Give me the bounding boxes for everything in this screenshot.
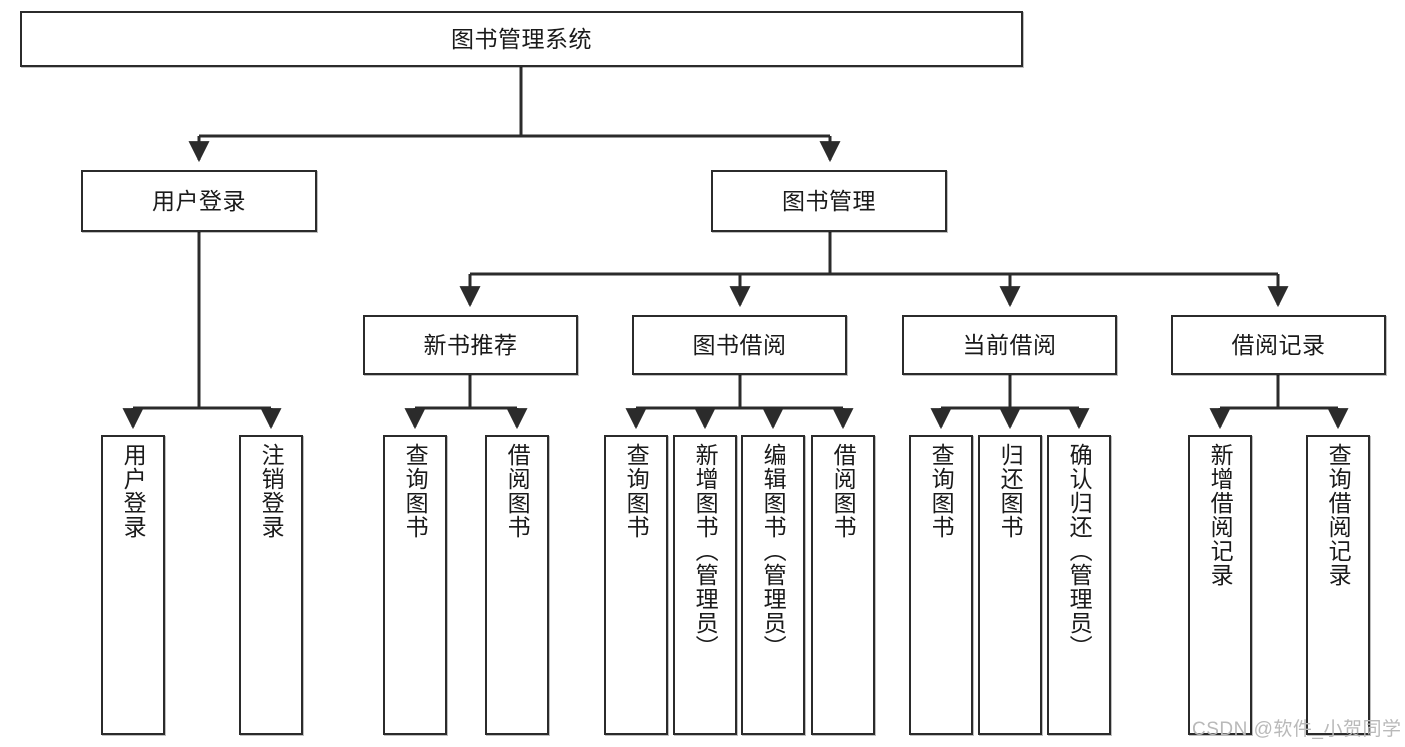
node-book-borrow[interactable]: 图书借阅 bbox=[632, 315, 847, 375]
node-label: 注销登录 bbox=[258, 443, 285, 539]
node-borrow-record[interactable]: 借阅记录 bbox=[1171, 315, 1386, 375]
leaf-borrow-add-book-admin[interactable]: 新增图书（管理员） bbox=[673, 435, 737, 735]
node-label: 查询图书 bbox=[402, 443, 429, 539]
leaf-current-confirm-return-admin[interactable]: 确认归还（管理员） bbox=[1047, 435, 1111, 735]
node-label: 查询图书 bbox=[623, 443, 650, 539]
node-new-book-recommend[interactable]: 新书推荐 bbox=[363, 315, 578, 375]
node-label: 用户登录 bbox=[120, 443, 147, 539]
node-label: 查询图书 bbox=[928, 443, 955, 539]
node-label: 查询借阅记录 bbox=[1325, 443, 1352, 587]
node-label: 图书管理系统 bbox=[451, 25, 592, 52]
leaf-record-add-record[interactable]: 新增借阅记录 bbox=[1188, 435, 1252, 735]
leaf-current-return-book[interactable]: 归还图书 bbox=[978, 435, 1042, 735]
node-label: 借阅图书 bbox=[504, 443, 531, 539]
node-book-management[interactable]: 图书管理 bbox=[711, 170, 947, 232]
node-label: 归还图书 bbox=[997, 443, 1024, 539]
leaf-user-login[interactable]: 用户登录 bbox=[101, 435, 165, 735]
node-current-borrow[interactable]: 当前借阅 bbox=[902, 315, 1117, 375]
leaf-borrow-query-book[interactable]: 查询图书 bbox=[604, 435, 668, 735]
leaf-newbook-query-book[interactable]: 查询图书 bbox=[383, 435, 447, 735]
csdn-watermark: CSDN @软件_小贺同学 bbox=[1192, 719, 1402, 740]
node-label: 新增图书（管理员） bbox=[692, 443, 719, 659]
node-label: 借阅记录 bbox=[1231, 331, 1326, 358]
leaf-borrow-edit-book-admin[interactable]: 编辑图书（管理员） bbox=[741, 435, 805, 735]
node-label: 确认归还（管理员） bbox=[1066, 443, 1093, 659]
node-label: 新增借阅记录 bbox=[1207, 443, 1234, 587]
node-user-login[interactable]: 用户登录 bbox=[81, 170, 317, 232]
node-label: 图书管理 bbox=[782, 187, 876, 214]
leaf-borrow-borrow-book[interactable]: 借阅图书 bbox=[811, 435, 875, 735]
node-label: 新书推荐 bbox=[423, 331, 518, 358]
node-label: 当前借阅 bbox=[962, 331, 1057, 358]
leaf-user-logout[interactable]: 注销登录 bbox=[239, 435, 303, 735]
leaf-record-query-record[interactable]: 查询借阅记录 bbox=[1306, 435, 1370, 735]
node-label: 编辑图书（管理员） bbox=[760, 443, 787, 659]
leaf-current-query-book[interactable]: 查询图书 bbox=[909, 435, 973, 735]
node-label: 借阅图书 bbox=[830, 443, 857, 539]
node-label: 图书借阅 bbox=[692, 331, 787, 358]
leaf-newbook-borrow-book[interactable]: 借阅图书 bbox=[485, 435, 549, 735]
node-root-system[interactable]: 图书管理系统 bbox=[20, 11, 1023, 67]
node-label: 用户登录 bbox=[152, 187, 246, 214]
